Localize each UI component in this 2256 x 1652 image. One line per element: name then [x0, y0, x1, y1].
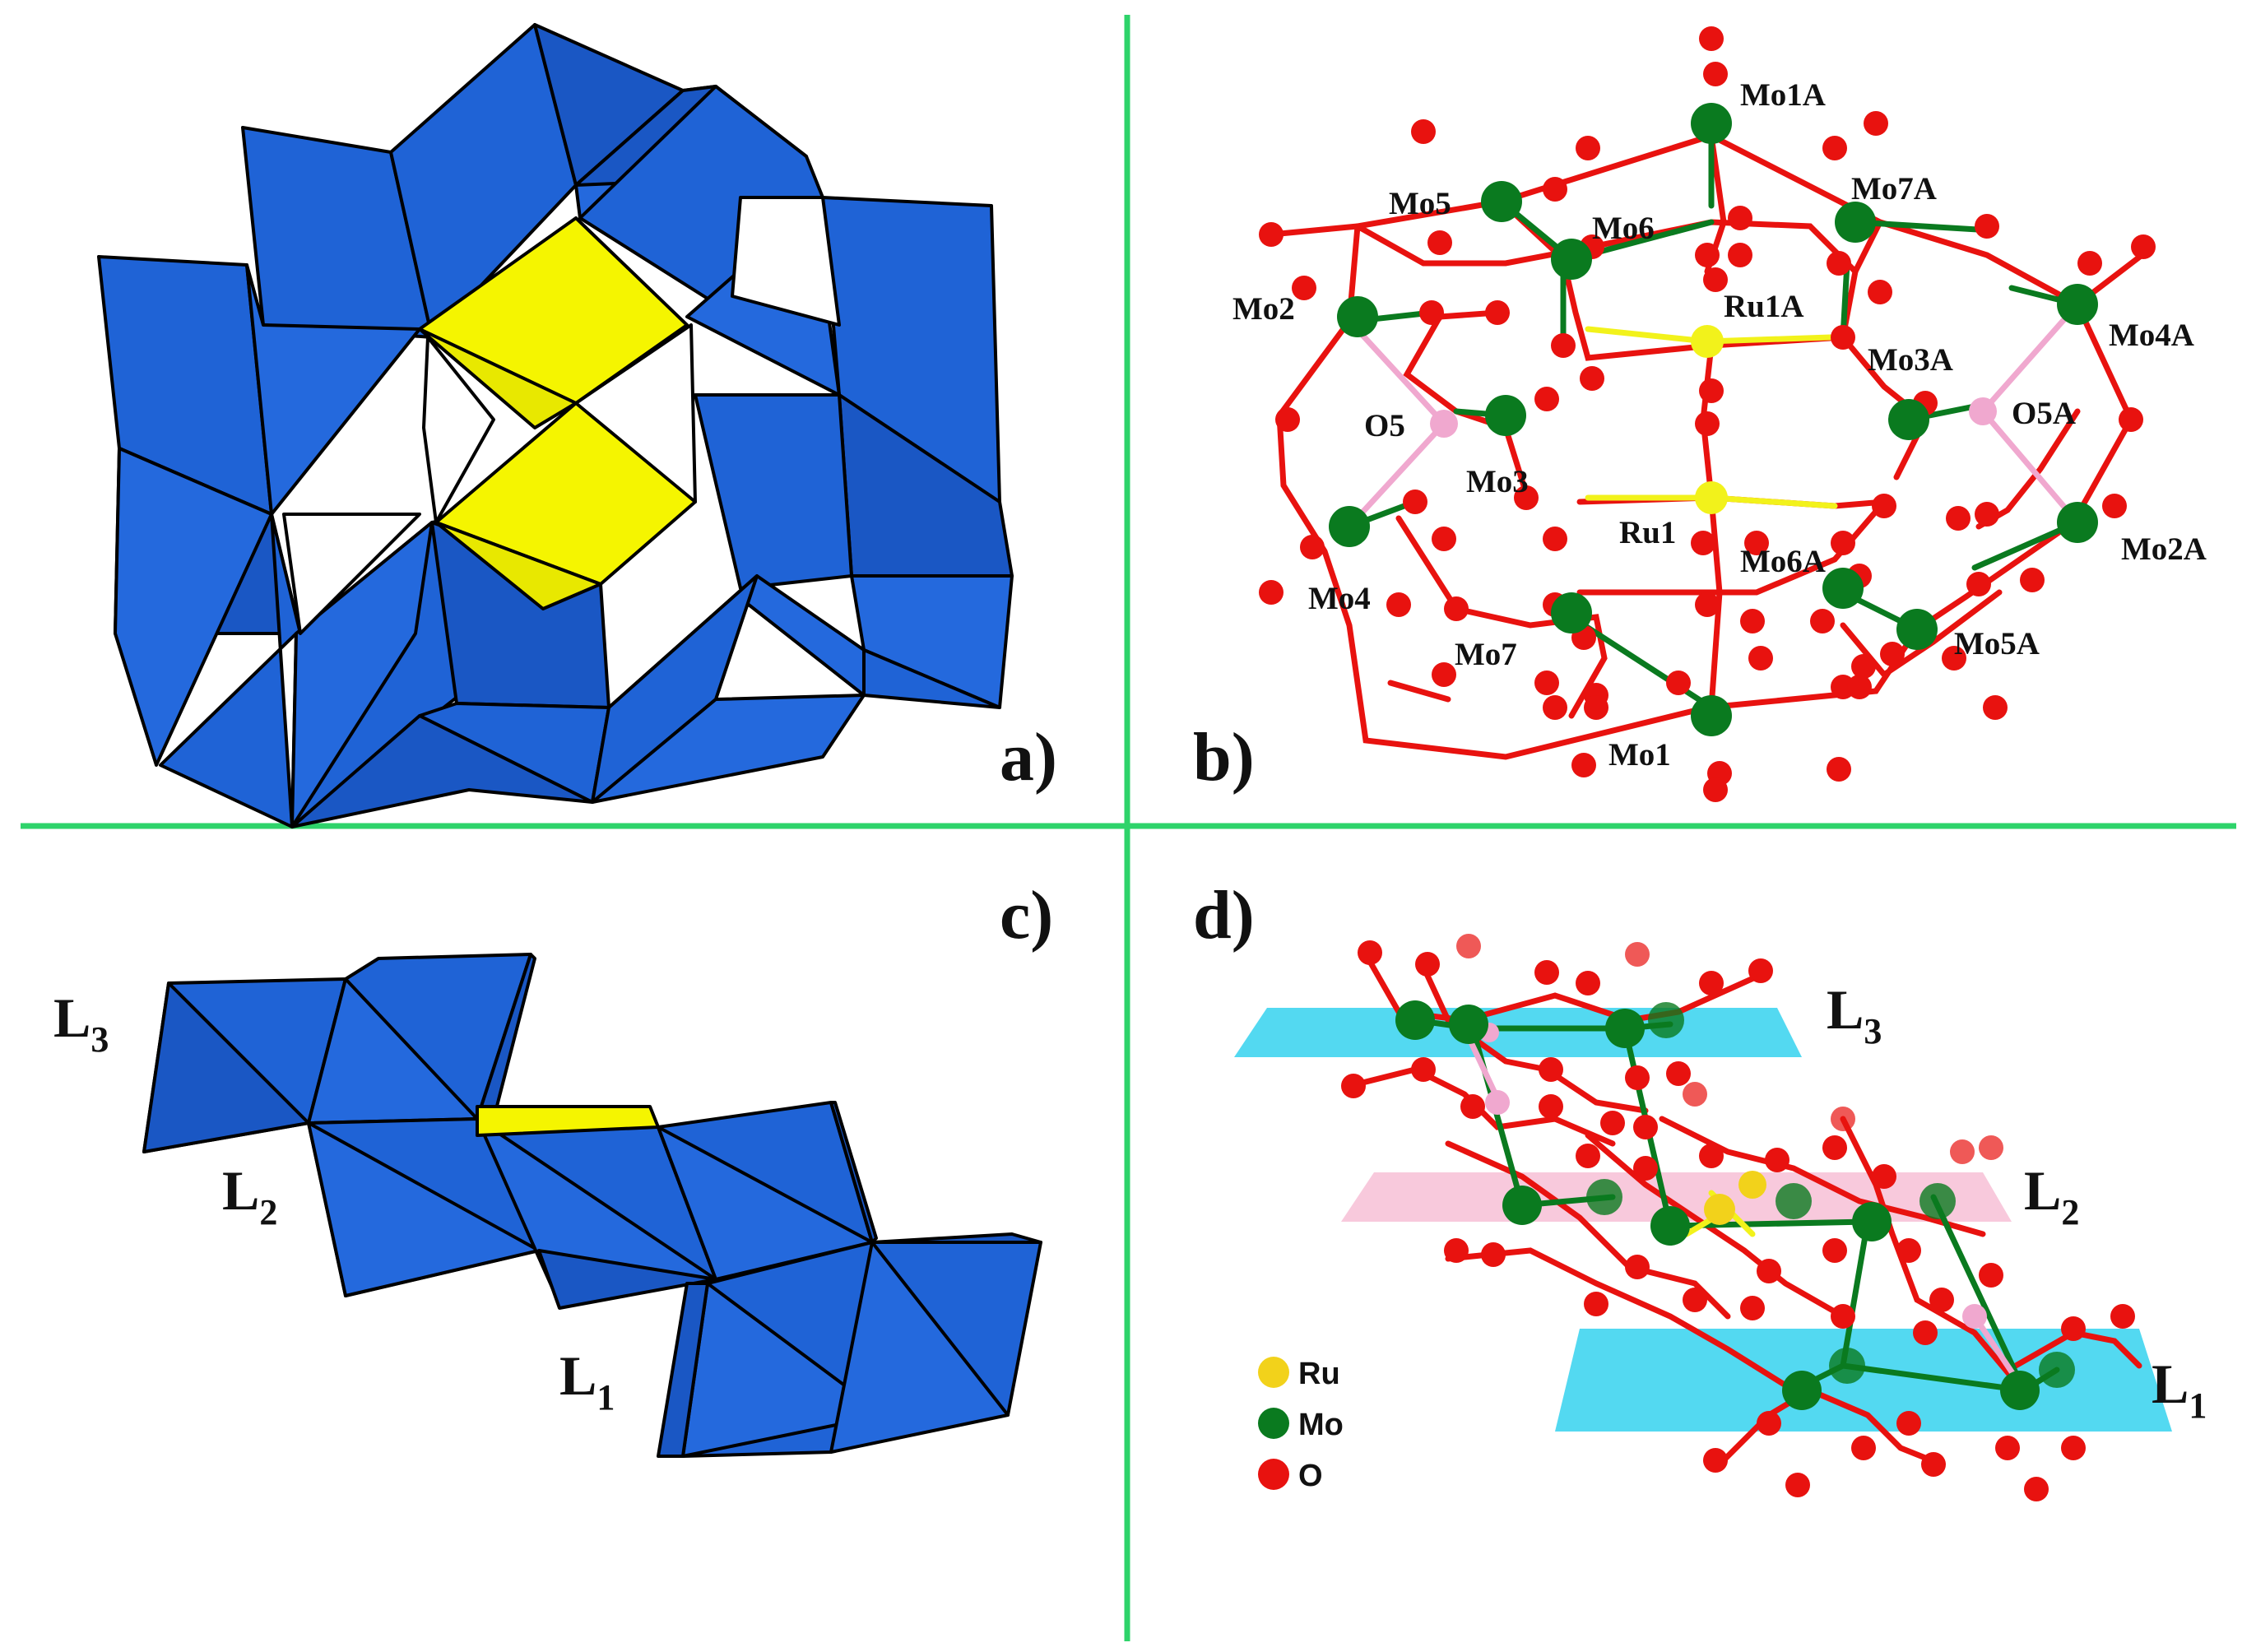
atom-label-mo3a: Mo3A: [1868, 342, 1953, 378]
panel-c-layer-labels: L3 L2 L1: [53, 986, 615, 1418]
panel-dividers: [21, 15, 2236, 1641]
legend-mo-label: Mo: [1298, 1408, 1344, 1442]
atom-label-mo1: Mo1: [1608, 737, 1671, 773]
panel-b-label: b): [1193, 719, 1255, 796]
panel-c-l1-label: L1: [559, 1344, 615, 1418]
atom-label-mo4: Mo4: [1308, 581, 1371, 616]
panel-b-atom-labels: Mo1A Mo5 Mo6 Mo7A Mo2 Ru1A Mo3A Mo4A O5 …: [1232, 77, 2207, 773]
panel-d-label: d): [1193, 877, 1255, 954]
panel-a-label: a): [1000, 719, 1057, 796]
panel-d-atoms: [1341, 934, 2135, 1501]
panel-a-polyhedra: [97, 23, 1014, 828]
atom-label-mo5a: Mo5A: [1954, 626, 2040, 661]
atom-label-mo1a: Mo1A: [1740, 77, 1826, 113]
panel-d-l1-label: L1: [2152, 1353, 2207, 1426]
panel-c-label: c): [1000, 877, 1053, 954]
legend-mo-marker: [1258, 1408, 1289, 1439]
panel-d-l3-label: L3: [1827, 978, 1882, 1051]
atom-label-ru1: Ru1: [1619, 515, 1676, 550]
atom-label-mo2: Mo2: [1232, 291, 1295, 327]
atom-label-mo5: Mo5: [1389, 186, 1451, 221]
legend-o-label: O: [1298, 1459, 1323, 1493]
panel-b-atoms: [1259, 26, 2156, 802]
legend-ru-label: Ru: [1298, 1357, 1340, 1391]
atom-label-mo6a: Mo6A: [1740, 544, 1826, 579]
atom-label-mo7a: Mo7A: [1851, 171, 1937, 206]
panel-d-bonds: [1346, 951, 2142, 1468]
panel-d-l2-label: L2: [2024, 1159, 2079, 1232]
panel-c-polyhedra: [142, 953, 1042, 1458]
atom-label-mo4a: Mo4A: [2109, 318, 2194, 353]
atom-label-mo7: Mo7: [1455, 637, 1517, 672]
legend-o-marker: [1258, 1459, 1289, 1490]
panel-c-l2-label: L2: [222, 1159, 277, 1232]
atom-label-mo3: Mo3: [1466, 464, 1529, 499]
plane-l3: [1234, 1008, 1802, 1057]
atom-label-o5a: O5A: [2012, 396, 2076, 431]
legend-ru-marker: [1258, 1357, 1289, 1388]
atom-label-mo2a: Mo2A: [2121, 531, 2207, 567]
panel-d-layer-labels: L3 L2 L1: [1827, 978, 2207, 1426]
panel-b-bonds: [1268, 132, 2151, 760]
panel-d-legend: Ru Mo O: [1258, 1357, 1344, 1493]
atom-label-ru1a: Ru1A: [1724, 289, 1804, 324]
panel-c-l3-label: L3: [53, 986, 109, 1060]
atom-label-mo6: Mo6: [1592, 211, 1655, 246]
atom-label-o5: O5: [1364, 408, 1405, 443]
